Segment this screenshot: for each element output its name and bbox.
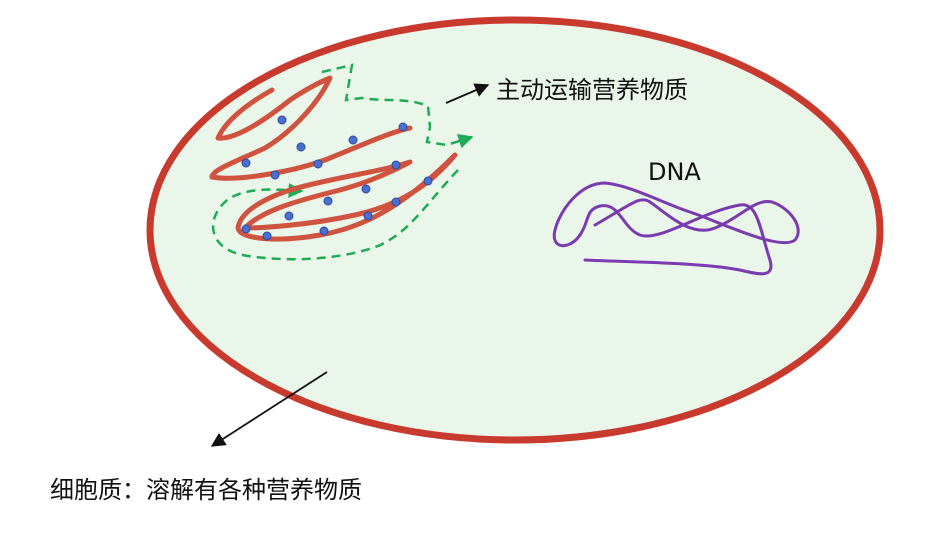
ribosome [391,160,401,170]
ribosome [270,170,280,180]
dna-label: DNA [648,158,701,186]
dna-strand [552,181,800,276]
ribosome [398,122,408,132]
active-transport-label: 主动运输营养物质 [496,76,688,104]
ribosome [241,158,251,168]
cell-membrane [146,16,884,444]
ribosome [319,226,329,236]
ribosome [313,159,323,169]
ribosome [363,211,373,221]
ribosome [277,115,287,125]
ribosome [423,176,433,186]
ribosome [391,197,401,207]
cytoplasm-label: 细胞质：溶解有各种营养物质 [50,476,362,504]
ribosome-group [241,115,433,241]
transport-path-lower [211,169,459,261]
membrane-fold-lower [235,152,458,242]
ribosome [241,224,251,234]
ribosome [262,231,272,241]
ribosome [296,142,306,152]
ribosome [323,196,333,206]
transport-path-upper [321,63,474,149]
cytoplasm-arrow [210,371,328,447]
active-transport-arrow [445,83,490,104]
membrane-fold-upper [209,75,413,181]
ribosome [348,135,358,145]
ribosome [284,211,294,221]
ribosome [361,184,371,194]
